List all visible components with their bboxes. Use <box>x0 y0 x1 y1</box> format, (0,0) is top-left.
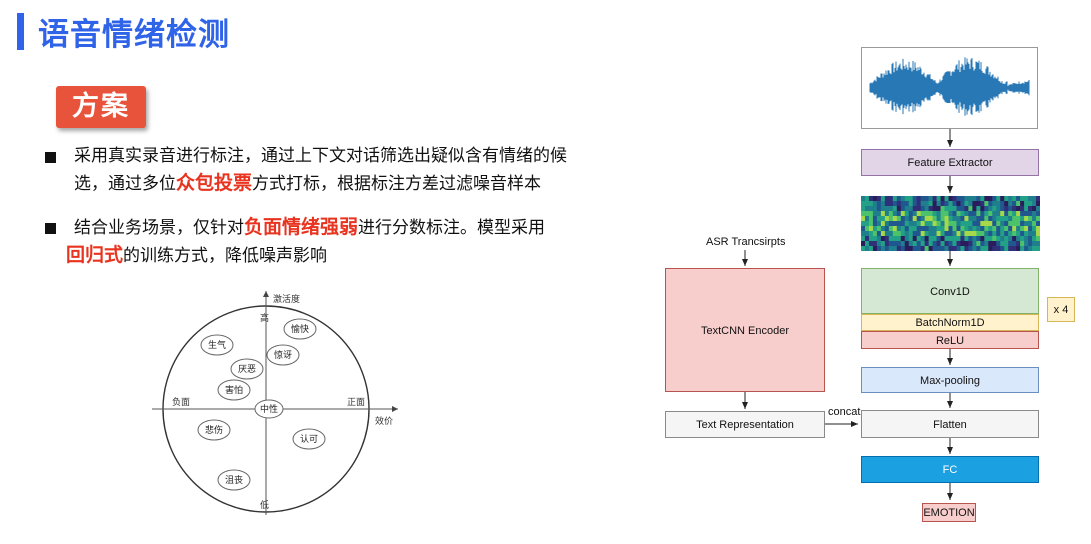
title-accent-bar <box>17 13 24 50</box>
bullet-1-highlight: 众包投票 <box>176 172 253 194</box>
batchnorm1d-box: BatchNorm1D <box>861 314 1039 331</box>
svg-text:惊讶: 惊讶 <box>274 349 292 361</box>
svg-text:生气: 生气 <box>208 339 226 351</box>
maxpooling-box: Max-pooling <box>861 367 1039 393</box>
bullet-2-line2-post: 的训练方式，降低噪声影响 <box>123 246 328 266</box>
spectrogram-image <box>861 196 1041 252</box>
section-badge: 方案 <box>56 86 146 128</box>
emotion-sadness: 悲伤 <box>197 419 231 441</box>
bullet-2-line1-post: 进行分数标注。模型采用 <box>358 218 546 238</box>
fc-box: FC <box>861 456 1039 483</box>
emotion-output-box: EMOTION <box>922 503 976 522</box>
svg-text:认可: 认可 <box>300 433 318 445</box>
axis-label-valence: 效价 <box>375 415 393 427</box>
svg-text:沮丧: 沮丧 <box>225 474 243 486</box>
emotion-circumplex-diagram: 激活度 高 低 负面 正面 效价 中性 生气 厌恶 害怕 愉快 惊讶 悲伤 认可… <box>152 291 398 515</box>
emotion-surprise: 惊讶 <box>266 344 300 366</box>
feature-extractor-box: Feature Extractor <box>861 149 1039 176</box>
bullet-1-line2-pre: 选，通过多位 <box>74 174 176 194</box>
svg-text:害怕: 害怕 <box>225 384 243 396</box>
emotion-depression: 沮丧 <box>217 469 251 491</box>
bullet-1-line2-post: 方式打标，根据标注方差过滤噪音样本 <box>252 174 542 194</box>
emotion-anger: 生气 <box>200 334 234 356</box>
axis-label-arousal: 激活度 <box>273 293 300 305</box>
conv1d-box: Conv1D <box>861 268 1039 314</box>
bullet-1-text: 采用真实录音进行标注，通过上下文对话筛选出疑似含有情绪的候 选，通过多位众包投票… <box>74 143 644 198</box>
bullet-1-line1: 采用真实录音进行标注，通过上下文对话筛选出疑似含有情绪的候 <box>74 146 567 166</box>
bullet-square-icon <box>45 223 56 234</box>
waveform-icon <box>869 57 1030 116</box>
bullet-2-highlight: 负面情绪强弱 <box>244 216 359 238</box>
emotion-happiness: 愉快 <box>283 318 317 340</box>
relu-box: ReLU <box>861 331 1039 349</box>
bullet-2-highlight-2: 回归式 <box>66 244 124 266</box>
text-representation-box: Text Representation <box>665 411 825 438</box>
emotion-approval: 认可 <box>292 428 326 450</box>
svg-text:厌恶: 厌恶 <box>238 364 256 375</box>
axis-label-high: 高 <box>260 312 269 324</box>
flatten-box: Flatten <box>861 410 1039 438</box>
bullet-2-text: 结合业务场景，仅针对负面情绪强弱进行分数标注。模型采用 回归式的训练方式，降低噪… <box>66 214 644 270</box>
svg-text:中性: 中性 <box>260 403 278 415</box>
axis-label-low: 低 <box>260 499 269 511</box>
svg-text:悲伤: 悲伤 <box>205 424 223 436</box>
asr-transcripts-label: ASR Trancsirpts <box>706 236 786 248</box>
concat-label: concat <box>828 406 861 418</box>
emotion-neutral: 中性 <box>254 399 284 419</box>
audio-waveform <box>861 47 1038 129</box>
repeat-x4-box: x 4 <box>1047 297 1075 322</box>
axis-label-negative: 负面 <box>172 396 190 408</box>
textcnn-encoder-box: TextCNN Encoder <box>665 268 825 392</box>
emotion-disgust: 厌恶 <box>230 358 264 380</box>
emotion-fear: 害怕 <box>217 379 251 401</box>
svg-text:愉快: 愉快 <box>291 323 309 335</box>
bullet-square-icon <box>45 152 56 163</box>
spectrogram <box>861 196 1041 252</box>
axis-label-positive: 正面 <box>347 397 365 408</box>
bullet-2-line1-pre: 结合业务场景，仅针对 <box>74 218 244 238</box>
page-title: 语音情绪检测 <box>38 17 230 53</box>
